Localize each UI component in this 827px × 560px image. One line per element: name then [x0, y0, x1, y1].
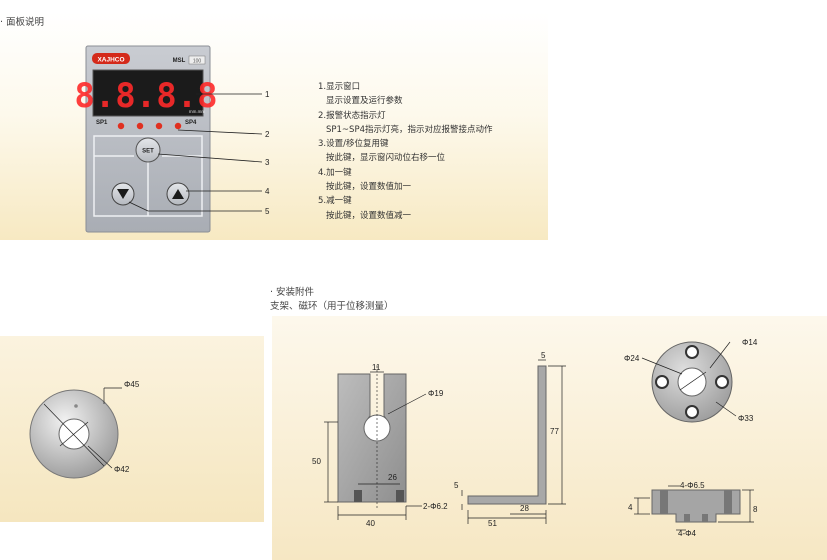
flange-side-thickness-dim: 4	[628, 503, 633, 512]
flange-side-diagram: 4-Φ6.5 4 8 4-Φ4	[628, 481, 758, 538]
l-bracket-height-dim: 77	[550, 427, 559, 436]
flange-bolt-dim: Φ14	[742, 338, 758, 347]
callout-4: 4	[265, 187, 270, 196]
magnetic-ring-diagram: Φ45 Φ42	[29, 380, 140, 479]
l-bracket-profile	[467, 365, 547, 505]
legend-line: 按此键，设置数值加一	[326, 182, 412, 193]
flange-side-height-dim: 8	[753, 505, 758, 514]
legend-line: 显示设置及运行参数	[326, 96, 403, 107]
sp1-led	[117, 122, 125, 130]
ring-outer-dim: Φ45	[124, 380, 140, 389]
legend-line: 4.加一键	[318, 167, 352, 178]
flange-side-hole-dim: 4-Φ4	[678, 529, 696, 538]
sp1-label: SP1	[96, 120, 108, 126]
panel-diagram: XAJHCO MSL 100 8.8.8.8 mm.mm SP1 SP4 SET…	[74, 45, 270, 233]
panel-legend: 1.显示窗口 显示设置及运行参数 2.报警状态指示灯 SP1~SP4指示灯亮，指…	[318, 80, 492, 223]
bracket-height-dim: 50	[312, 457, 321, 466]
l-bracket-length-dim: 51	[488, 519, 497, 528]
legend-line: 1.显示窗口	[318, 82, 361, 92]
bracket-foot-hole-dim: 2-Φ6.2	[423, 502, 448, 511]
display-digits: 8.8.8.8	[74, 76, 217, 116]
brand-badge	[92, 53, 130, 64]
l-bracket-thickness-dim: 5	[541, 351, 546, 360]
model-label: MSL	[173, 58, 186, 64]
legend-line: 按此键，设置数值减一	[326, 210, 412, 221]
sp4-label: SP4	[185, 120, 197, 126]
set-button[interactable]	[135, 137, 161, 163]
set-label: SET	[142, 149, 154, 155]
flange-bolt-hole	[685, 345, 699, 359]
sp2-led	[136, 122, 144, 130]
legend-line: SP1~SP4指示灯亮，指示对应报警接点动作	[326, 124, 493, 135]
bracket-foot-right	[396, 490, 404, 502]
bracket-foot-left	[354, 490, 362, 502]
legend-line: 5.减一键	[318, 196, 352, 207]
legend-line: 按此键，显示窗闪动位右移一位	[326, 153, 446, 164]
flange-center-dim: Φ24	[624, 354, 640, 363]
flange-pcd-dim: Φ33	[738, 414, 754, 423]
sp4-led	[174, 122, 182, 130]
brand-label: XAJHCO	[97, 57, 124, 64]
callout-1: 1	[265, 90, 270, 99]
bracket-width-dim: 40	[366, 519, 375, 528]
flange-bolt-hole	[655, 375, 669, 389]
bracket-diagram: 11 Φ19 50 26 40 2-Φ6.2	[312, 363, 448, 528]
legend-line: 3.设置/移位复用键	[318, 139, 389, 150]
callout-2: 2	[265, 130, 270, 139]
down-arrow-icon	[117, 189, 129, 199]
section1-title: · 面板说明	[0, 17, 45, 28]
model-box: 100	[193, 58, 202, 64]
bracket-slot-dim: 11	[372, 363, 381, 372]
flange-bolt-hole	[685, 405, 699, 419]
l-bracket-base-thickness-dim: 5	[454, 481, 459, 490]
flange-side-bolt-dim: 4-Φ6.5	[680, 481, 705, 490]
bracket-foot-spacing-dim: 26	[388, 473, 397, 482]
ring-inner-dim: Φ42	[114, 465, 130, 474]
callout-3: 3	[265, 158, 270, 167]
sp3-led	[155, 122, 163, 130]
section2-title: · 安装附件	[270, 287, 315, 298]
l-bracket-diagram: 5 77 5 51 28	[454, 351, 566, 528]
display-window	[92, 69, 204, 117]
bracket-hole-dim: Φ19	[428, 389, 444, 398]
legend-line: 2.报警状态指示灯	[318, 110, 386, 121]
unit-label: mm.mm	[189, 109, 205, 114]
flange-bolt-hole	[715, 375, 729, 389]
up-arrow-icon	[172, 189, 184, 199]
flange-diagram: Φ24 Φ14 Φ33	[624, 338, 758, 423]
l-bracket-offset-dim: 28	[520, 504, 529, 513]
callout-5: 5	[265, 207, 270, 216]
section2-subtitle: 支架、磁环（用于位移测量）	[270, 301, 394, 312]
